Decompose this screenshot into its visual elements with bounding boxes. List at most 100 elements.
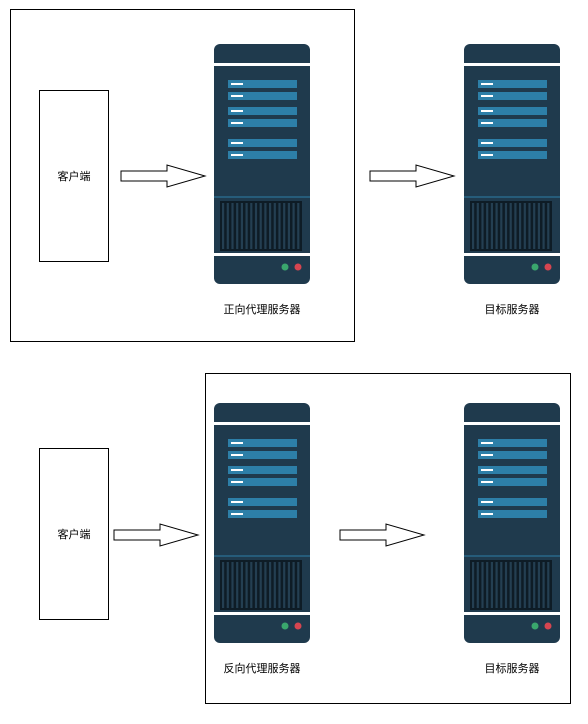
server-top-stripe: [464, 422, 560, 425]
vent-slot: [287, 203, 290, 249]
green-led-icon: [531, 263, 539, 271]
vent-slot: [509, 562, 512, 608]
vent-slot: [297, 562, 300, 608]
vent-slot: [500, 203, 503, 249]
vent-slot: [495, 562, 498, 608]
server-bottom-stripe: [464, 253, 560, 256]
vent-slot: [273, 562, 276, 608]
rack-panel: [228, 466, 297, 474]
vent-slot: [481, 203, 484, 249]
rack-panel-indicator: [231, 122, 243, 124]
server-top-stripe: [214, 422, 310, 425]
rack-panel-indicator: [481, 454, 493, 456]
rack-panel: [228, 107, 297, 115]
vent-slot: [528, 203, 531, 249]
red-led-icon: [294, 622, 302, 630]
rack-panel: [228, 478, 297, 486]
rack-panel-indicator: [481, 481, 493, 483]
red-led-icon: [544, 263, 552, 271]
vent-slot: [264, 203, 267, 249]
vent-slot: [259, 562, 262, 608]
vent-slot: [297, 203, 300, 249]
green-led-icon: [281, 263, 289, 271]
red-led-icon: [294, 263, 302, 271]
rack-panel: [478, 510, 547, 518]
vent-slot: [236, 562, 239, 608]
vent-slot: [514, 203, 517, 249]
vent-slot: [222, 562, 225, 608]
vent-slot: [231, 203, 234, 249]
vent-slot: [259, 203, 262, 249]
rack-panel: [228, 151, 297, 159]
rack-panel: [228, 498, 297, 506]
rack-panel: [478, 478, 547, 486]
rack-panel-indicator: [481, 513, 493, 515]
arrow-proxy-to-target-bottom: [339, 523, 426, 547]
rack-panel-indicator: [231, 142, 243, 144]
rack-panel: [478, 151, 547, 159]
vent-slot: [269, 203, 272, 249]
vent-slot: [283, 203, 286, 249]
vent-slot: [278, 203, 281, 249]
vent-slot: [500, 562, 503, 608]
vent-slot: [472, 562, 475, 608]
rack-panel: [228, 451, 297, 459]
rack-panel-indicator: [231, 110, 243, 112]
vent-slot: [537, 203, 540, 249]
rack-panel-indicator: [481, 95, 493, 97]
vent-slot: [547, 203, 550, 249]
server-top-stripe: [214, 63, 310, 66]
client-box-bottom: 客户端: [39, 448, 109, 620]
rack-panel: [228, 139, 297, 147]
rack-panel-indicator: [481, 154, 493, 156]
rack-panel: [228, 119, 297, 127]
vent-slot: [273, 203, 276, 249]
vent-slot: [486, 562, 489, 608]
arrow-client-to-proxy-top: [120, 164, 207, 188]
rack-panel-indicator: [481, 110, 493, 112]
vent-slot: [240, 203, 243, 249]
vent-slot: [547, 562, 550, 608]
rack-panel-indicator: [481, 122, 493, 124]
vent-slot: [523, 203, 526, 249]
forward-proxy-label: 正向代理服务器: [223, 303, 301, 316]
rack-panel: [478, 466, 547, 474]
rack-panel: [228, 92, 297, 100]
vent-slot: [509, 203, 512, 249]
rack-panel-indicator: [231, 95, 243, 97]
rack-panel-indicator: [231, 454, 243, 456]
vent-slot: [533, 562, 536, 608]
vent-slot: [292, 562, 295, 608]
vent-slot: [226, 562, 229, 608]
rack-panel: [478, 119, 547, 127]
vent-slot: [250, 203, 253, 249]
red-led-icon: [544, 622, 552, 630]
vent-slot: [226, 203, 229, 249]
vent-slot: [264, 562, 267, 608]
target-server-icon-top: [464, 44, 560, 284]
client-label-bottom: 客户端: [57, 528, 91, 541]
vent-slot: [236, 203, 239, 249]
rack-panel-indicator: [231, 154, 243, 156]
vent-slot: [245, 562, 248, 608]
rack-panel-indicator: [481, 442, 493, 444]
vent-slot: [528, 562, 531, 608]
vent-slot: [537, 562, 540, 608]
vent-slot: [542, 203, 545, 249]
vent-slot: [542, 562, 545, 608]
vent-slot: [254, 562, 258, 608]
vent-slot: [231, 562, 234, 608]
rack-panel-indicator: [481, 469, 493, 471]
vent-slot: [245, 203, 248, 249]
forward-proxy-server-icon: [214, 44, 310, 284]
rack-panel-indicator: [231, 469, 243, 471]
client-label-top: 客户端: [57, 170, 91, 183]
vent-slot: [490, 203, 493, 249]
arrow-proxy-to-target-top: [369, 164, 456, 188]
vent-slot: [495, 203, 498, 249]
vent-slot: [240, 562, 243, 608]
vent-slot: [287, 562, 290, 608]
vent-slot: [222, 203, 225, 249]
rack-panel-indicator: [231, 83, 243, 85]
server-bottom-stripe: [214, 253, 310, 256]
